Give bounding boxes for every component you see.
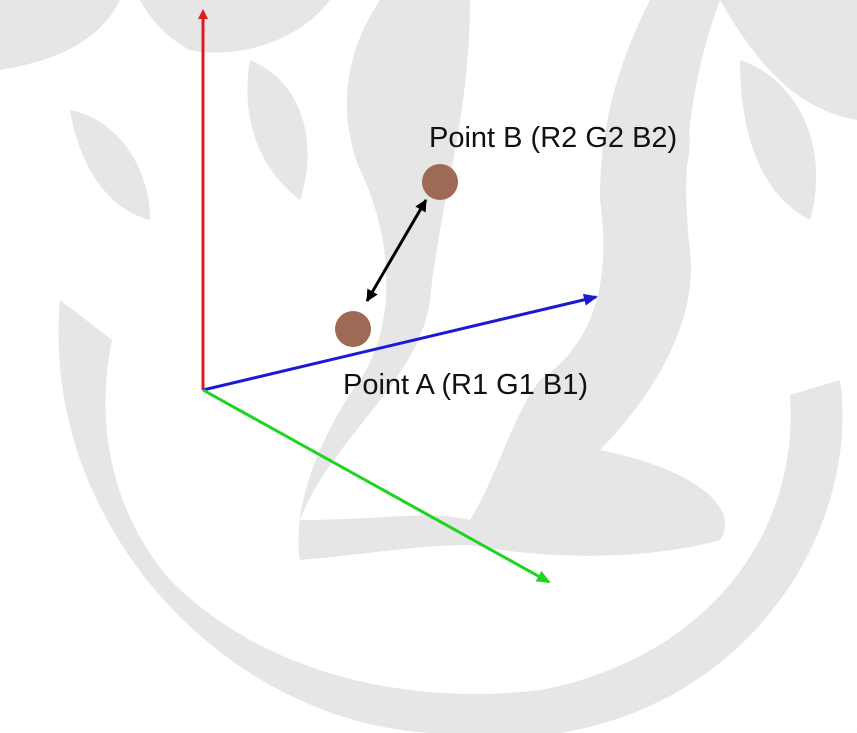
point-a-label: Point A (R1 G1 B1) xyxy=(343,369,589,401)
point-a-marker xyxy=(335,311,371,347)
point-b-marker xyxy=(422,164,458,200)
point-b-label: Point B (R2 G2 B2) xyxy=(429,122,678,154)
horizontal-axis xyxy=(202,293,598,392)
distance-arrow xyxy=(365,199,428,302)
diagonal-axis xyxy=(202,388,551,584)
